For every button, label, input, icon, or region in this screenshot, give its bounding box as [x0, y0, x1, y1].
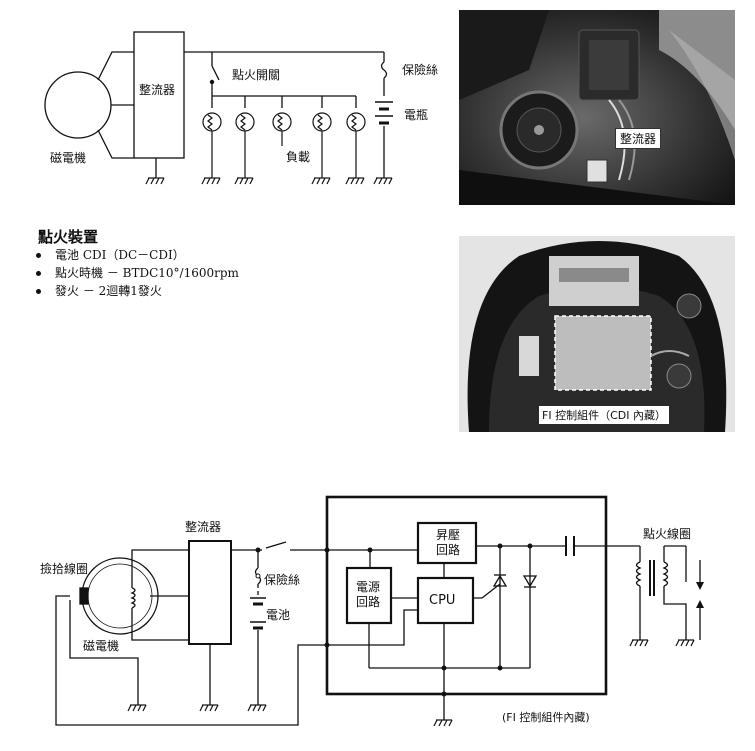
photo-fi-unit-callout: FI 控制組件（CDI 內藏） [539, 406, 669, 424]
ground-symbol [145, 177, 165, 185]
top-magneto-circle [44, 71, 112, 139]
fuse-label: 保險絲 [402, 63, 439, 77]
fi-unit-photo: FI 控制組件（CDI 內藏） [459, 236, 735, 432]
bottom-magneto-circle [81, 557, 159, 635]
ground-symbol [247, 704, 267, 712]
cpu-label: CPU [429, 593, 456, 608]
bottom-magneto-label: 磁電機 [83, 639, 120, 653]
ignition-spec-title: 點火裝置 [38, 228, 99, 246]
bottom-rectifier-label: 整流器 [185, 520, 222, 534]
bottom-battery-label: 電池 [266, 608, 291, 622]
load-lamp-4 [312, 112, 332, 178]
ground-symbol [311, 177, 331, 185]
bullet-icon [36, 289, 41, 294]
ground-symbol [345, 177, 365, 185]
bullet-icon [36, 253, 41, 258]
ignition-coil-label: 點火線圈 [643, 527, 692, 541]
spec-item-1: 電池 CDI（DC－CDI） [36, 248, 185, 262]
boost-circuit-box [416, 521, 478, 565]
top-rectifier-label: 整流器 [139, 83, 176, 97]
battery-label: 電瓶 [404, 108, 429, 122]
pickup-coil-label: 撿拾線圈 [40, 562, 89, 576]
top-magneto-label: 磁電機 [50, 151, 87, 165]
diode-symbol [522, 575, 538, 588]
ground-symbol [629, 639, 649, 647]
ground-symbol [199, 704, 219, 712]
load-lamp-2 [235, 112, 255, 178]
spec-item-2: 點火時機 － BTDC10°/1600rpm [36, 266, 239, 280]
ground-symbol [127, 704, 147, 712]
cpu-box [416, 576, 475, 625]
ground-symbol [433, 719, 453, 727]
ground-symbol [675, 639, 695, 647]
bottom-rectifier-box [188, 540, 232, 645]
boost-circuit-label: 昇壓 回路 [436, 528, 461, 557]
fi-control-unit-box [325, 495, 608, 696]
ignition-switch-label: 點火開關 [232, 68, 281, 82]
ground-symbol [373, 177, 393, 185]
pickup-core [79, 587, 89, 605]
photo-rectifier-callout: 整流器 [615, 128, 662, 149]
bottom-fuse-label: 保險絲 [264, 573, 301, 587]
fi-unit-label: (FI 控制組件內藏) [502, 711, 590, 724]
load-label: 負載 [286, 150, 311, 164]
spec-item-3: 發火 － 2迴轉1發火 [36, 284, 162, 298]
load-lamp-3 [272, 112, 292, 146]
ground-symbol [234, 177, 254, 185]
ground-symbol [201, 177, 221, 185]
scr-symbol [492, 574, 508, 587]
rectifier-photo: 整流器 [459, 10, 735, 205]
top-rectifier-box [133, 31, 185, 159]
load-lamp-5 [346, 112, 366, 178]
bullet-icon [36, 271, 41, 276]
power-circuit-label: 電源 回路 [356, 580, 381, 609]
load-lamp-1 [202, 112, 222, 178]
